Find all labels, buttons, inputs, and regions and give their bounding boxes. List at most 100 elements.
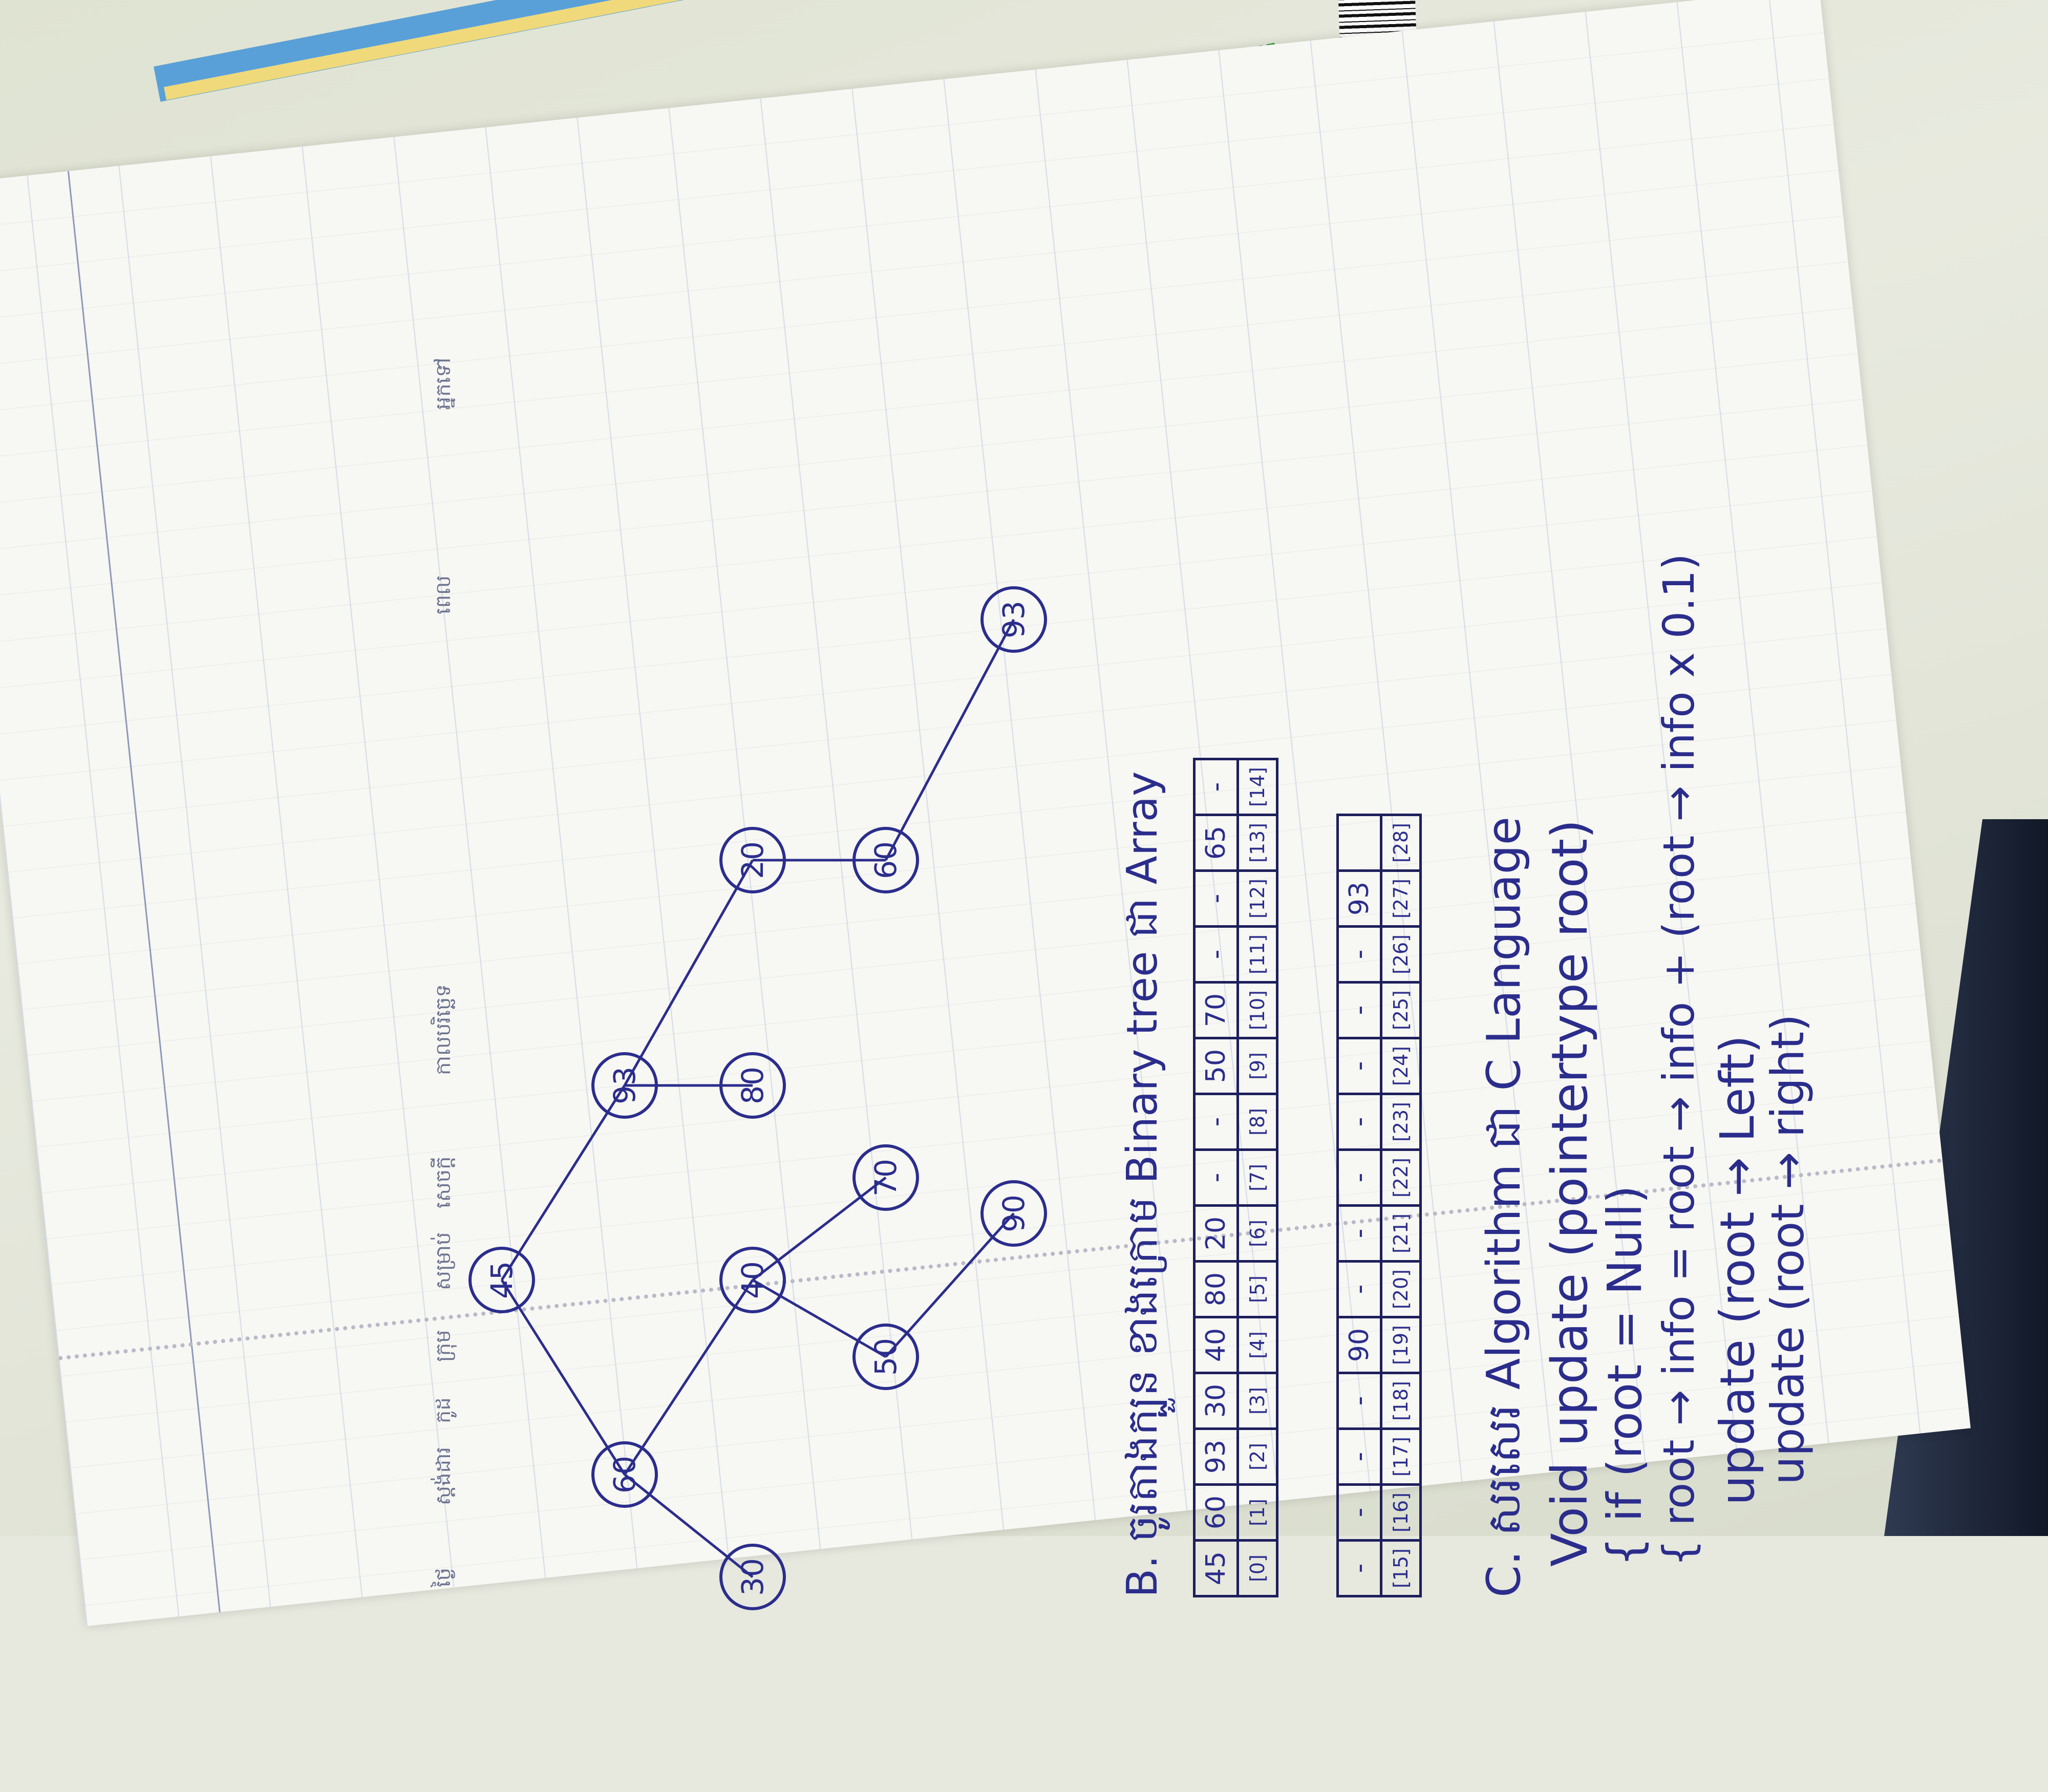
array-cell-value: 93 (1194, 1428, 1238, 1485)
array-cell-value: 40 (1194, 1317, 1238, 1373)
tree-node-label: 60 (868, 841, 903, 879)
handwritten-content: ថ្ងៃស្តង់ដារកូដក្រុមសម្រាប់សេចក្តីកាលបរិ… (256, 0, 1814, 1792)
array-cell-value: 50 (1194, 1038, 1238, 1094)
array-cell-value: - (1337, 1038, 1381, 1094)
code-line: update (root → right) (1761, 1014, 1814, 1485)
tree-node-circle (468, 1247, 535, 1313)
tree-edge (623, 1279, 754, 1476)
tree-edge (623, 859, 754, 1086)
tree-node-circle (591, 1052, 658, 1119)
table2-index-row: [15][16][17][18][19][20][21][22][23][24]… (1381, 815, 1421, 1596)
array-cell-value: - (1337, 1149, 1381, 1206)
tree-node-label: 70 (868, 1159, 903, 1197)
array-cell-index: [14] (1238, 759, 1277, 815)
tree-edge (500, 1084, 626, 1281)
array-cell-value: 70 (1194, 982, 1238, 1038)
array-cell-value: - (1337, 1484, 1381, 1541)
array-cell-index: [17] (1381, 1428, 1421, 1485)
array-cell-value: - (1337, 926, 1381, 983)
array-cell-value: - (1337, 1540, 1381, 1596)
array-cell-index: [28] (1381, 815, 1421, 871)
array-cell-index: [23] (1381, 1094, 1421, 1150)
array-cell-index: [8] (1238, 1094, 1277, 1150)
tree-node-label: 80 (735, 1066, 770, 1104)
tree-node-label: 50 (868, 1338, 903, 1376)
array-cell-index: [7] (1238, 1149, 1277, 1206)
code-line: update (root → Left) (1710, 1035, 1765, 1505)
tree-node-circle (852, 1144, 919, 1211)
tree-node-circle (980, 1180, 1047, 1247)
array-cell-index: [6] (1238, 1205, 1277, 1262)
table1-index-row: [0][1][2][3][4][5][6][7][8][9][10][11][1… (1238, 759, 1277, 1596)
array-cell-value: - (1337, 1428, 1381, 1485)
tree-node-circle (980, 586, 1047, 653)
tree-node-label: 93 (996, 601, 1031, 638)
array-cell-index: [2] (1238, 1428, 1277, 1485)
binary-tree-diagram: 45 60 93 30 40 80 20 50 70 60 90 93 (468, 586, 1047, 1610)
tree-node-label: 60 (607, 1456, 642, 1494)
code-line: Void update (pointertype root) (1541, 819, 1598, 1567)
array-cell-value: 90 (1337, 1317, 1381, 1373)
tree-edge (885, 1212, 1015, 1358)
array-cell-value: - (1337, 1373, 1381, 1429)
tree-node-label: 30 (735, 1558, 770, 1596)
array-cell-index: [27] (1381, 870, 1421, 927)
array-cell-index: [20] (1381, 1261, 1421, 1317)
array-cell-value: 20 (1194, 1205, 1238, 1262)
code-line: { root → info = root → info + (root → in… (1654, 553, 1704, 1567)
tree-node-label: 20 (735, 841, 770, 879)
array-cell-index: [24] (1381, 1038, 1421, 1094)
tree-edge (752, 1278, 887, 1358)
array-cell-value: - (1194, 759, 1238, 815)
array-cell-index: [22] (1381, 1149, 1421, 1206)
array-cell-index: [18] (1381, 1373, 1421, 1429)
array-cell-index: [9] (1238, 1038, 1277, 1094)
tree-node-circle (591, 1441, 658, 1508)
array-cell-value: - (1337, 1094, 1381, 1150)
array-cell-index: [12] (1238, 870, 1277, 927)
tree-node-label: 90 (996, 1194, 1031, 1232)
array-cell-index: [1] (1238, 1484, 1277, 1541)
tree-node-circle (852, 1324, 919, 1390)
tree-node-label: 40 (735, 1261, 770, 1299)
array-cell-index: [13] (1238, 815, 1277, 871)
tree-node-label: 45 (484, 1261, 519, 1299)
tree-node-circle (719, 1052, 786, 1119)
array-cell-value: 60 (1194, 1484, 1238, 1541)
array-cell-value: 45 (1194, 1540, 1238, 1596)
array-cell-index: [4] (1238, 1317, 1277, 1373)
tree-edge (884, 618, 1015, 861)
array-cell-index: [11] (1238, 926, 1277, 983)
array-cell-index: [10] (1238, 982, 1277, 1038)
array-cell-index: [0] (1238, 1540, 1277, 1596)
array-cell-value: - (1337, 1261, 1381, 1317)
array-cell-index: [3] (1238, 1373, 1277, 1429)
section-c-title: C. សរសេរ Algorithm ជា C Language (1477, 816, 1531, 1597)
array-cell-value: - (1194, 1149, 1238, 1206)
tree-node-label: 93 (607, 1066, 642, 1104)
array-cell-index: [21] (1381, 1205, 1421, 1262)
array-cell-index: [5] (1238, 1261, 1277, 1317)
array-cell-index: [15] (1381, 1540, 1421, 1596)
array-cell-value: 80 (1194, 1261, 1238, 1317)
tree-node-circle (852, 827, 919, 893)
array-cell-index: [16] (1381, 1484, 1421, 1541)
array-cell-value: 93 (1337, 870, 1381, 927)
tree-node-circle (719, 1247, 786, 1313)
array-cell-value: - (1194, 926, 1238, 983)
array-table-2: ----90-------93 [15][16][17][18][19][20]… (1336, 814, 1422, 1597)
tree-edge (500, 1279, 626, 1476)
array-cell-value: - (1194, 1094, 1238, 1150)
tree-edge (752, 1177, 887, 1281)
array-cell-index: [26] (1381, 926, 1421, 983)
code-line: { if (root = Null) (1597, 1185, 1652, 1567)
section-b-title: B. ចូរតាងក្បួន ខាងក្រោម Binary tree ជា A… (1118, 771, 1167, 1597)
array-cell-value: - (1337, 1205, 1381, 1262)
table2-values-row: ----90-------93 (1337, 815, 1381, 1596)
tree-node-circle (719, 827, 786, 893)
array-cell-value: 30 (1194, 1373, 1238, 1429)
array-cell-value: - (1337, 982, 1381, 1038)
tree-edge (624, 1474, 754, 1578)
